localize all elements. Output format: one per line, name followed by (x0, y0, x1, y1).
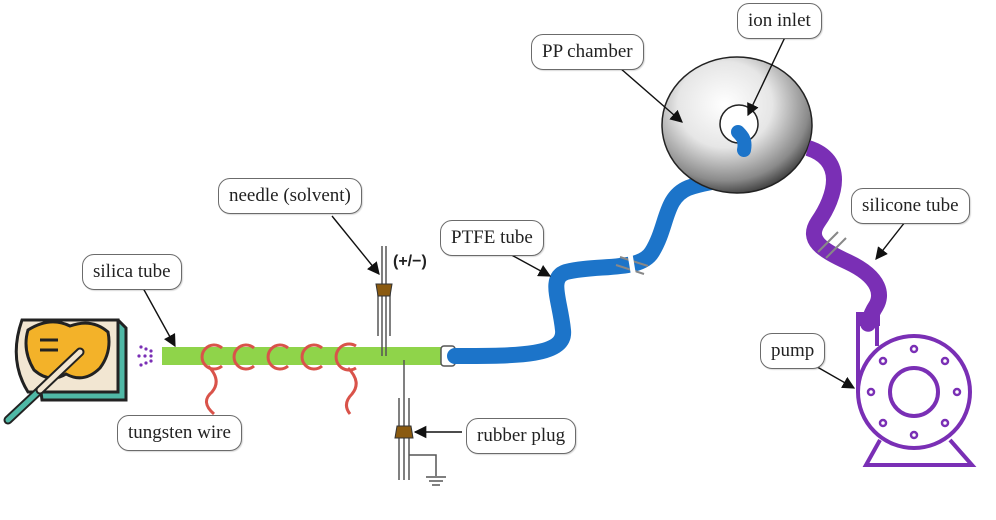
silicone-tube (805, 140, 887, 332)
silicone-break-mark (817, 231, 847, 259)
ground-symbol-icon (426, 476, 446, 486)
spray-droplets-icon (137, 345, 153, 367)
pump-icon (856, 326, 977, 467)
label-pump: pump (760, 333, 826, 369)
needle (377, 246, 391, 356)
pump-arrow (811, 363, 856, 389)
ptfe-tube-arrow (505, 251, 552, 277)
label-ion-inlet: ion inlet (737, 3, 822, 39)
ground-electrode (398, 360, 437, 480)
silicone-tube-arrow (875, 221, 906, 260)
sample-plate-with-spatula-icon (3, 318, 128, 425)
label-polarity: (+/−) (393, 253, 427, 270)
ptfe-break-mark (615, 253, 649, 279)
label-ptfe-tube: PTFE tube (440, 220, 544, 256)
tungsten-wire (200, 342, 358, 416)
rubber-plug (394, 425, 414, 439)
label-needle: needle (solvent) (218, 178, 362, 214)
needle-plug (375, 283, 393, 297)
label-rubber-plug: rubber plug (466, 418, 577, 454)
label-silica-tube: silica tube (82, 254, 182, 290)
label-pp-chamber: PP chamber (531, 34, 644, 70)
silica-tube-arrow (142, 287, 176, 348)
label-silicone-tube: silicone tube (851, 188, 970, 224)
needle-arrow (331, 215, 380, 275)
pp-chamber-arrow (619, 67, 683, 123)
label-tungsten-wire: tungsten wire (117, 415, 242, 451)
ion-inlet-arrow (747, 32, 788, 117)
